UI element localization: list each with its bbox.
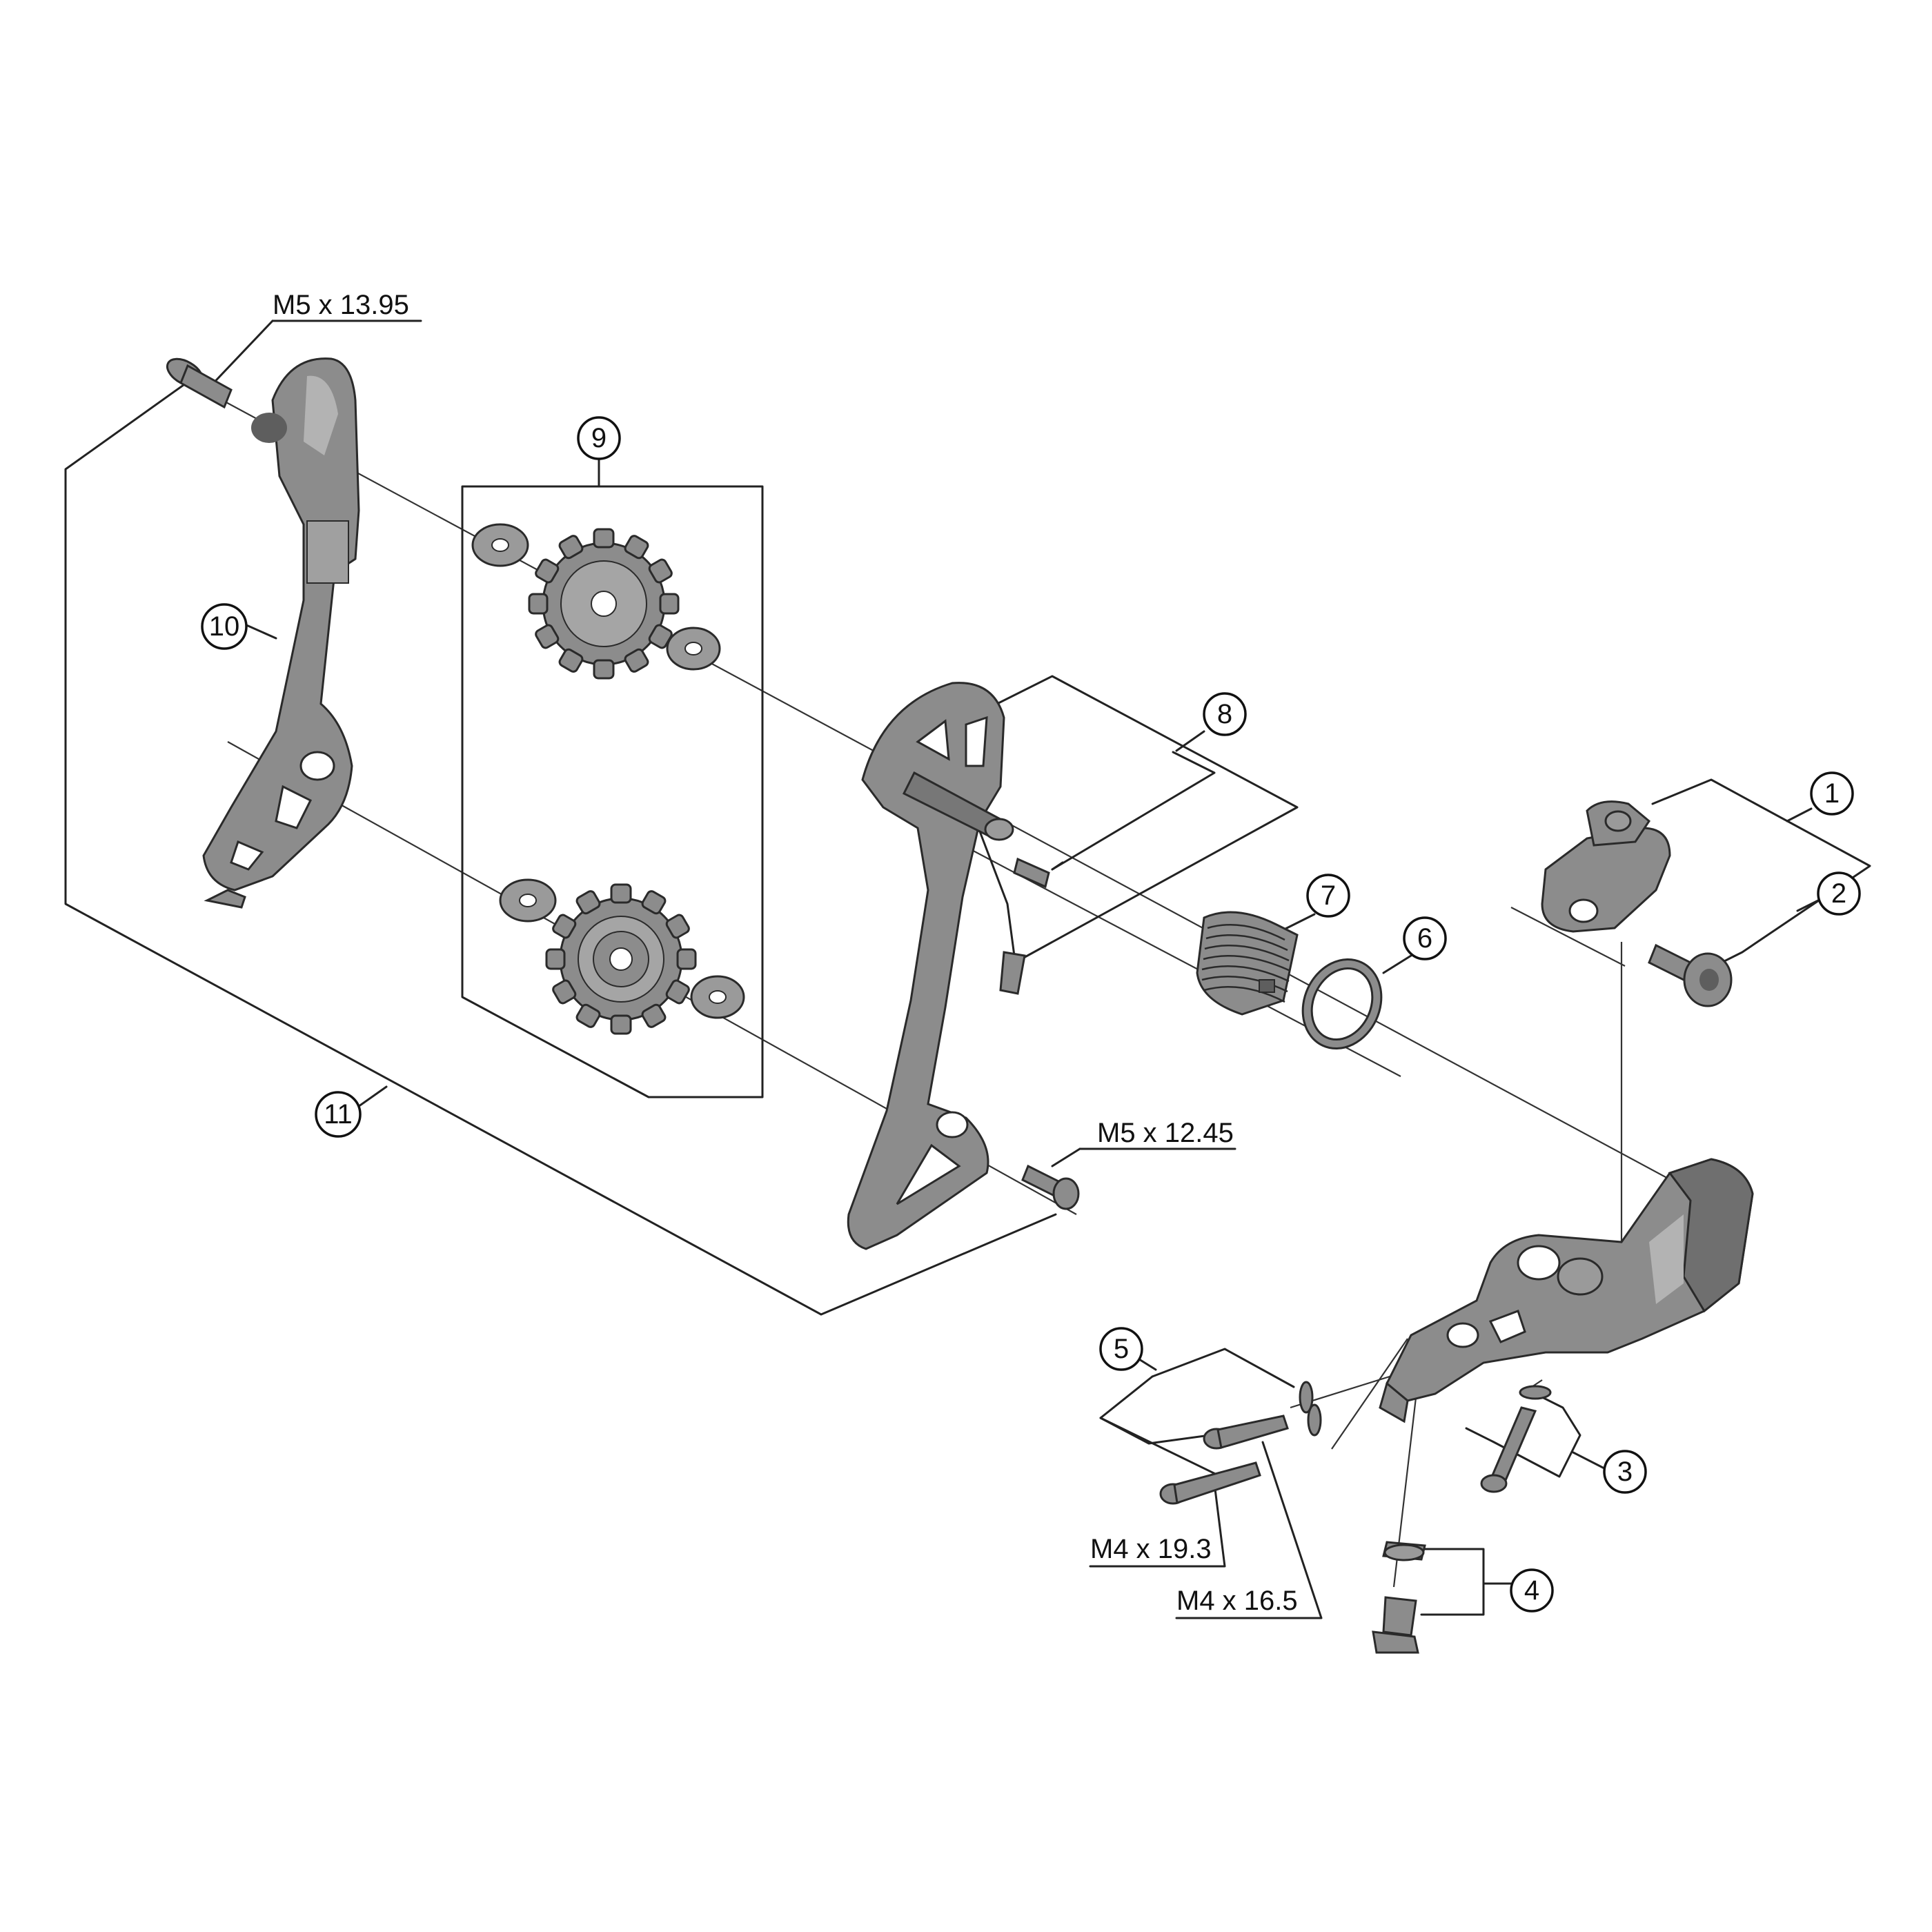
b-link-bolt bbox=[1648, 943, 1733, 1007]
derailleur-main-body bbox=[1379, 1158, 1754, 1423]
b-link-part bbox=[1541, 800, 1671, 933]
adjust-screw-part bbox=[1480, 1385, 1552, 1493]
spec-label-m4-short: M4 x 16.5 bbox=[1176, 1586, 1298, 1616]
callout-3: 3 bbox=[1603, 1450, 1647, 1494]
svg-text:5: 5 bbox=[1114, 1334, 1129, 1364]
m4-bolts-part bbox=[1159, 1381, 1322, 1505]
svg-text:1: 1 bbox=[1824, 778, 1840, 809]
svg-text:11: 11 bbox=[324, 1099, 353, 1130]
bracket-lines bbox=[64, 319, 1871, 1619]
svg-text:6: 6 bbox=[1417, 923, 1432, 954]
spec-label-upper-bolt: M5 x 13.95 bbox=[273, 290, 409, 320]
callout-10: 10 bbox=[201, 603, 248, 650]
svg-text:3: 3 bbox=[1617, 1457, 1633, 1487]
bracket-8 bbox=[996, 675, 1299, 960]
svg-text:8: 8 bbox=[1217, 699, 1232, 729]
upper-pulley-assembly bbox=[471, 523, 721, 680]
svg-text:4: 4 bbox=[1524, 1575, 1539, 1606]
callout-5: 5 bbox=[1099, 1327, 1143, 1371]
bracket-11 bbox=[64, 377, 1057, 1316]
lower-pulley-assembly bbox=[499, 878, 745, 1035]
spec-label-m4-long: M4 x 19.3 bbox=[1090, 1534, 1212, 1564]
callout-7: 7 bbox=[1306, 874, 1350, 918]
bushing-ring-part bbox=[1301, 958, 1383, 1050]
callout-11: 11 bbox=[315, 1091, 362, 1138]
callout-2: 2 bbox=[1817, 871, 1861, 916]
callout-9: 9 bbox=[577, 416, 621, 460]
svg-text:9: 9 bbox=[591, 423, 607, 453]
upper-pulley-bolt bbox=[166, 357, 233, 409]
callout-8: 8 bbox=[1203, 692, 1247, 736]
cable-fixing-bolt-part bbox=[1372, 1541, 1426, 1654]
svg-text:7: 7 bbox=[1321, 880, 1336, 911]
bracket-9 bbox=[461, 454, 764, 1098]
callout-4: 4 bbox=[1510, 1568, 1554, 1613]
spec-label-lower-bolt: M5 x 12.45 bbox=[1097, 1118, 1234, 1148]
lower-pulley-bolt bbox=[1021, 1164, 1080, 1210]
svg-text:10: 10 bbox=[209, 611, 240, 642]
outer-plate-part bbox=[847, 682, 1050, 1250]
svg-text:2: 2 bbox=[1831, 878, 1846, 909]
callout-1: 1 bbox=[1810, 771, 1854, 816]
tension-spring-part bbox=[1196, 911, 1299, 1016]
callout-6: 6 bbox=[1403, 916, 1447, 960]
inner-plate-part bbox=[202, 357, 360, 909]
